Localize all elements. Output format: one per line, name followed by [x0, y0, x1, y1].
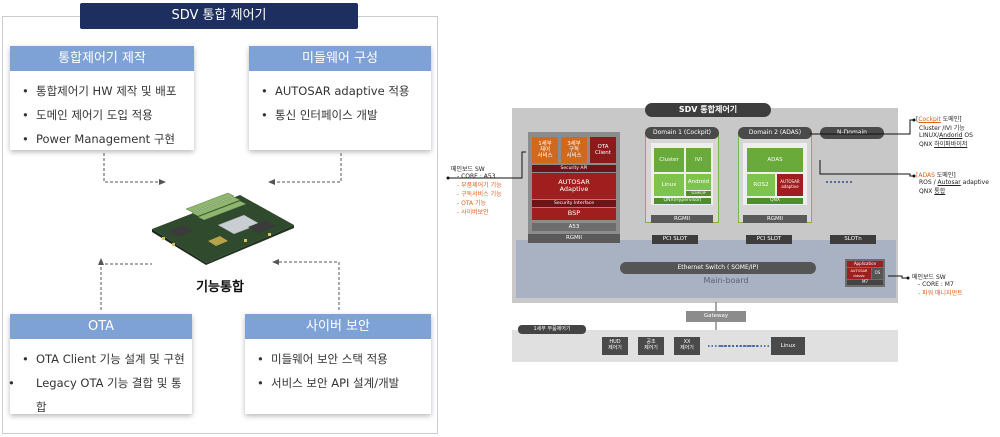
m7-sw-note: 메인보드 SW - CORE : M7 - 파워 매니지먼트 [912, 274, 963, 297]
list-item: •Power Management 구현 [22, 132, 175, 146]
note-item: - 구독서비스 기능 [457, 191, 502, 198]
arrow-ecu-to-board [103, 153, 160, 183]
arrowhead [98, 258, 104, 265]
block-ivi: IVI [686, 148, 711, 172]
cockpit-leader [810, 119, 914, 135]
card-security-list: •미들웨어 보안 스택 적용 •서비스 보안 API 설계/개발 [245, 339, 431, 395]
block-autosar-adaptive: AUTOSAR Adaptive [532, 173, 616, 199]
note-item: - 부품제어기 기능 [457, 182, 502, 189]
main-board-label: Main-board [703, 276, 749, 285]
block-rgmii-d1: RGMII [651, 215, 713, 223]
mainboard-sw-note: 메인보드 SW - CORE : A53 - 부품제어기 기능 - 구독서비스 … [451, 164, 513, 216]
block-security-interface: Security Interface [532, 200, 616, 207]
arrowhead [159, 179, 166, 185]
list-item: •OTA Client 기능 설계 및 구현 [22, 352, 185, 366]
card-ota-list: •OTA Client 기능 설계 및 구현 •Legacy OTA 기능 결합… [8, 339, 192, 419]
connector-arrows [98, 153, 342, 310]
list-item: •AUTOSAR adaptive 적용 [261, 84, 410, 98]
block-bsp: BSP [532, 208, 616, 220]
note-head: 메인보드 SW [451, 166, 485, 173]
card-ecu-title: 통합제어기 제작 [10, 46, 194, 71]
block-autosar-classic: AUTOSAR classic [847, 268, 871, 279]
list-item: •도메인 제어기 도입 적용 [22, 108, 153, 122]
gateway-block: Gateway [686, 311, 746, 322]
integration-label: 기능통합 [196, 280, 244, 295]
system-title: SDV 통합제어기 [645, 103, 771, 117]
block-hud-controller: HUD 제어기 [602, 337, 628, 355]
ethernet-switch: Ethernet Switch ( SOME/IP) [620, 262, 816, 274]
arrowhead [272, 259, 279, 265]
list-item: •통합제어기 HW 제작 및 배포 [22, 84, 177, 98]
m7-leader [888, 275, 908, 279]
block-hvac-controller: 공조 제어기 [638, 337, 664, 355]
block-linux-sub: Linux [771, 337, 805, 355]
block-autosar-adaptive-d2: AUTOSAR adaptive [777, 174, 803, 196]
list-item: •서비스 보안 API 설계/개발 [257, 376, 400, 390]
note-item: - OTA 기능 [457, 200, 487, 207]
card-ecu-list: •통합제어기 HW 제작 및 배포 •도메인 제어기 도입 적용 •Power … [10, 71, 194, 151]
system-connectors [446, 118, 916, 347]
card-middleware: 미들웨어 구성 •AUTOSAR adaptive 적용 •통신 인터페이스 개… [249, 46, 431, 150]
slot-n: SLOTn [830, 235, 876, 244]
card-security-title: 사이버 보안 [245, 314, 431, 339]
arrow-middleware-to-board [274, 153, 342, 183]
list-item: •Legacy OTA 기능 결합 및 통합 [8, 376, 182, 414]
note-core: - CORE : A53 [457, 173, 496, 180]
card-ota: OTA •OTA Client 기능 설계 및 구현 •Legacy OTA 기… [8, 314, 192, 414]
block-adas: ADAS [747, 148, 803, 172]
block-linux: Linux [654, 174, 684, 196]
block-ros2: ROS2 [747, 174, 775, 196]
arrow-ota-to-board [100, 263, 152, 310]
circuit-board-image [152, 192, 294, 265]
adas-domain-note: [ADAS 도메인] ROS / Autosar adaptive QNX 통합 [916, 172, 989, 195]
left-panel-title: SDV 통합 제어기 [80, 3, 358, 29]
mainboard-leader [448, 151, 526, 179]
domain2-title: Domain 2 (ADAS) [738, 127, 812, 139]
card-cyber-security: 사이버 보안 •미들웨어 보안 스택 적용 •서비스 보안 API 설계/개발 [245, 314, 431, 414]
block-security-api: Security API [532, 165, 616, 172]
block-xx-controller: XX 제어기 [674, 337, 700, 355]
list-item: •미들웨어 보안 스택 적용 [257, 352, 388, 366]
block-rgmii-left: RGMII [528, 234, 620, 243]
note-item: - 사이버보안 [457, 209, 489, 216]
block-application: Application [847, 261, 883, 267]
cockpit-domain-note: [Cockpit 도메인] Cluster /IVI 기능 LINUX/Ando… [916, 116, 973, 148]
pci-slot-1: PCI SLOT [652, 235, 698, 244]
sub-controller-title: 1세부 부품제어기 [518, 325, 586, 334]
block-a53: A53 [532, 223, 616, 231]
block-control-service: 1세부 제어 서비스 [532, 137, 558, 163]
arrowhead [268, 179, 275, 185]
list-item: •통신 인터페이스 개발 [261, 108, 378, 122]
card-ecu-fabrication: 통합제어기 제작 •통합제어기 HW 제작 및 배포 •도메인 제어기 도입 적… [10, 46, 194, 150]
block-cluster: Cluster [654, 148, 684, 172]
block-qnx-hypervisor: QNX(Hypervisor) [654, 198, 711, 204]
domain1-title: Domain 1 (Cockpit) [645, 127, 719, 139]
block-subscription-service: 3세부 구독 서비스 [561, 137, 587, 163]
card-middleware-title: 미들웨어 구성 [249, 46, 431, 71]
block-os: OS [872, 268, 883, 279]
card-ota-title: OTA [10, 314, 192, 339]
arrow-security-to-board [272, 261, 340, 310]
block-someip: SOME/IP [686, 191, 711, 196]
block-android: Android [686, 174, 711, 190]
sub-controller-area [512, 330, 898, 362]
block-m7: M7 [847, 279, 883, 285]
block-qnx: QNX [747, 198, 803, 204]
block-ota-client: OTA Client [590, 137, 616, 163]
adas-leader [819, 160, 914, 177]
block-rgmii-d2: RGMII [743, 215, 807, 223]
card-middleware-list: •AUTOSAR adaptive 적용 •통신 인터페이스 개발 [249, 71, 431, 127]
ndomain-title: N-Domain [820, 127, 884, 139]
pci-slot-2: PCI SLOT [746, 235, 792, 244]
